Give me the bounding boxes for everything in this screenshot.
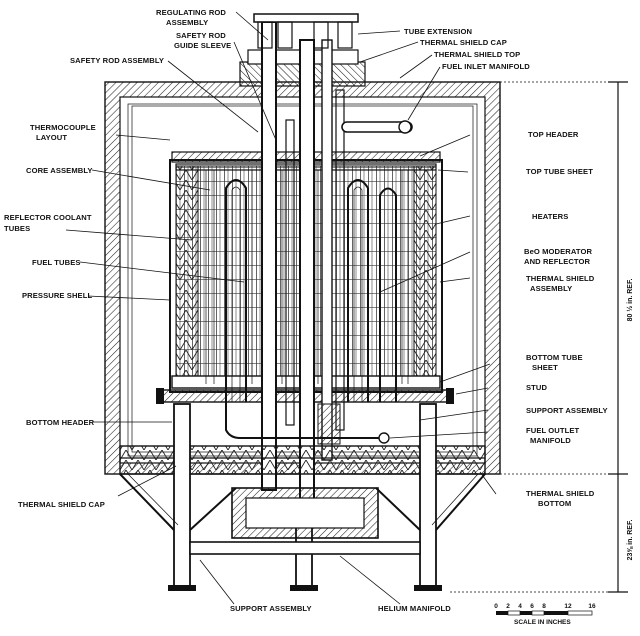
scale-caption: SCALE IN INCHES [514,619,571,626]
label-heaters: HEATERS [532,212,568,221]
scale-tick-label: 16 [588,603,596,610]
label-safety-rod-guide-2: GUIDE SLEEVE [174,41,231,50]
label-bottom-header: BOTTOM HEADER [26,418,95,427]
label-bottom-tube-sheet-1: BOTTOM TUBE [526,353,583,362]
label-thermal-shield-bottom-2: BOTTOM [538,499,571,508]
label-thermocouple-2: LAYOUT [36,133,67,142]
label-support-assembly-right: SUPPORT ASSEMBLY [526,406,608,415]
label-thermal-shield-top: THERMAL SHIELD TOP [434,50,520,59]
label-top-header: TOP HEADER [528,130,579,139]
labels-left: REGULATING ROD ASSEMBLY SAFETY ROD GUIDE… [4,8,231,509]
scale-tick-label: 6 [530,603,534,610]
scale-tick-label: 2 [506,603,510,610]
heater-u-tubes [225,179,397,402]
scale-tick-label: 8 [542,603,546,610]
label-pressure-shell: PRESSURE SHELL [22,291,92,300]
fuel-tubes [205,170,409,384]
label-regulating-rod-1: REGULATING ROD [156,8,226,17]
scale-tick-label: 12 [564,603,572,610]
label-reflector-coolant-2: TUBES [4,224,30,233]
dimension-upper: 80 ½ in. REF. [626,279,634,322]
label-safety-rod-guide-1: SAFETY ROD [176,31,226,40]
label-stud: STUD [526,383,547,392]
scale-tick-label: 4 [518,603,522,610]
tube-extension [253,13,359,49]
helium-manifold-box [231,487,379,539]
label-thermal-shield-assembly-2: ASSEMBLY [530,284,572,293]
label-beo-moderator-2: AND REFLECTOR [524,257,591,266]
label-fuel-outlet-2: MANIFOLD [530,436,571,445]
label-support-assembly-bottom: SUPPORT ASSEMBLY [230,604,312,613]
label-helium-manifold: HELIUM MANIFOLD [378,604,451,613]
label-thermal-shield-assembly-1: THERMAL SHIELD [526,274,595,283]
dimension-lower: 23⅝ in. REF. [627,520,634,561]
label-reflector-coolant-1: REFLECTOR COOLANT [4,213,92,222]
label-thermal-shield-cap-left: THERMAL SHIELD CAP [18,500,105,509]
label-fuel-outlet-1: FUEL OUTLET [526,426,580,435]
label-fuel-inlet-manifold: FUEL INLET MANIFOLD [442,62,530,71]
label-thermal-shield-bottom-1: THERMAL SHIELD [526,489,595,498]
label-tube-extension: TUBE EXTENSION [404,27,472,36]
labels-bottom: SUPPORT ASSEMBLY HELIUM MANIFOLD [230,604,451,613]
scale-tick-label: 0 [494,603,498,610]
label-core-assembly: CORE ASSEMBLY [26,166,93,175]
label-thermocouple-1: THERMOCOUPLE [30,123,96,132]
bottom-header-piping [225,402,390,445]
dimension-lines [450,81,628,593]
leader-lines-right [199,30,497,605]
label-bottom-tube-sheet-2: SHEET [532,363,558,372]
leader-lines-left [65,11,277,497]
label-fuel-tubes: FUEL TUBES [32,258,81,267]
labels-right: TUBE EXTENSION THERMAL SHIELD CAP THERMA… [404,27,608,508]
scale-bar: 0 2 4 6 8 12 16 SCALE IN INCHES [494,603,596,626]
label-thermal-shield-cap-right: THERMAL SHIELD CAP [420,38,507,47]
label-beo-moderator-1: BeO MODERATOR [524,247,593,256]
dimension-texts: 80 ½ in. REF. 23⅝ in. REF. [626,279,634,561]
studs [156,388,454,404]
label-top-tube-sheet: TOP TUBE SHEET [526,167,593,176]
reflector-right [413,165,437,387]
fuel-inlet-pipe [341,120,413,134]
label-safety-rod-assembly: SAFETY ROD ASSEMBLY [70,56,164,65]
label-regulating-rod-2: ASSEMBLY [166,18,208,27]
